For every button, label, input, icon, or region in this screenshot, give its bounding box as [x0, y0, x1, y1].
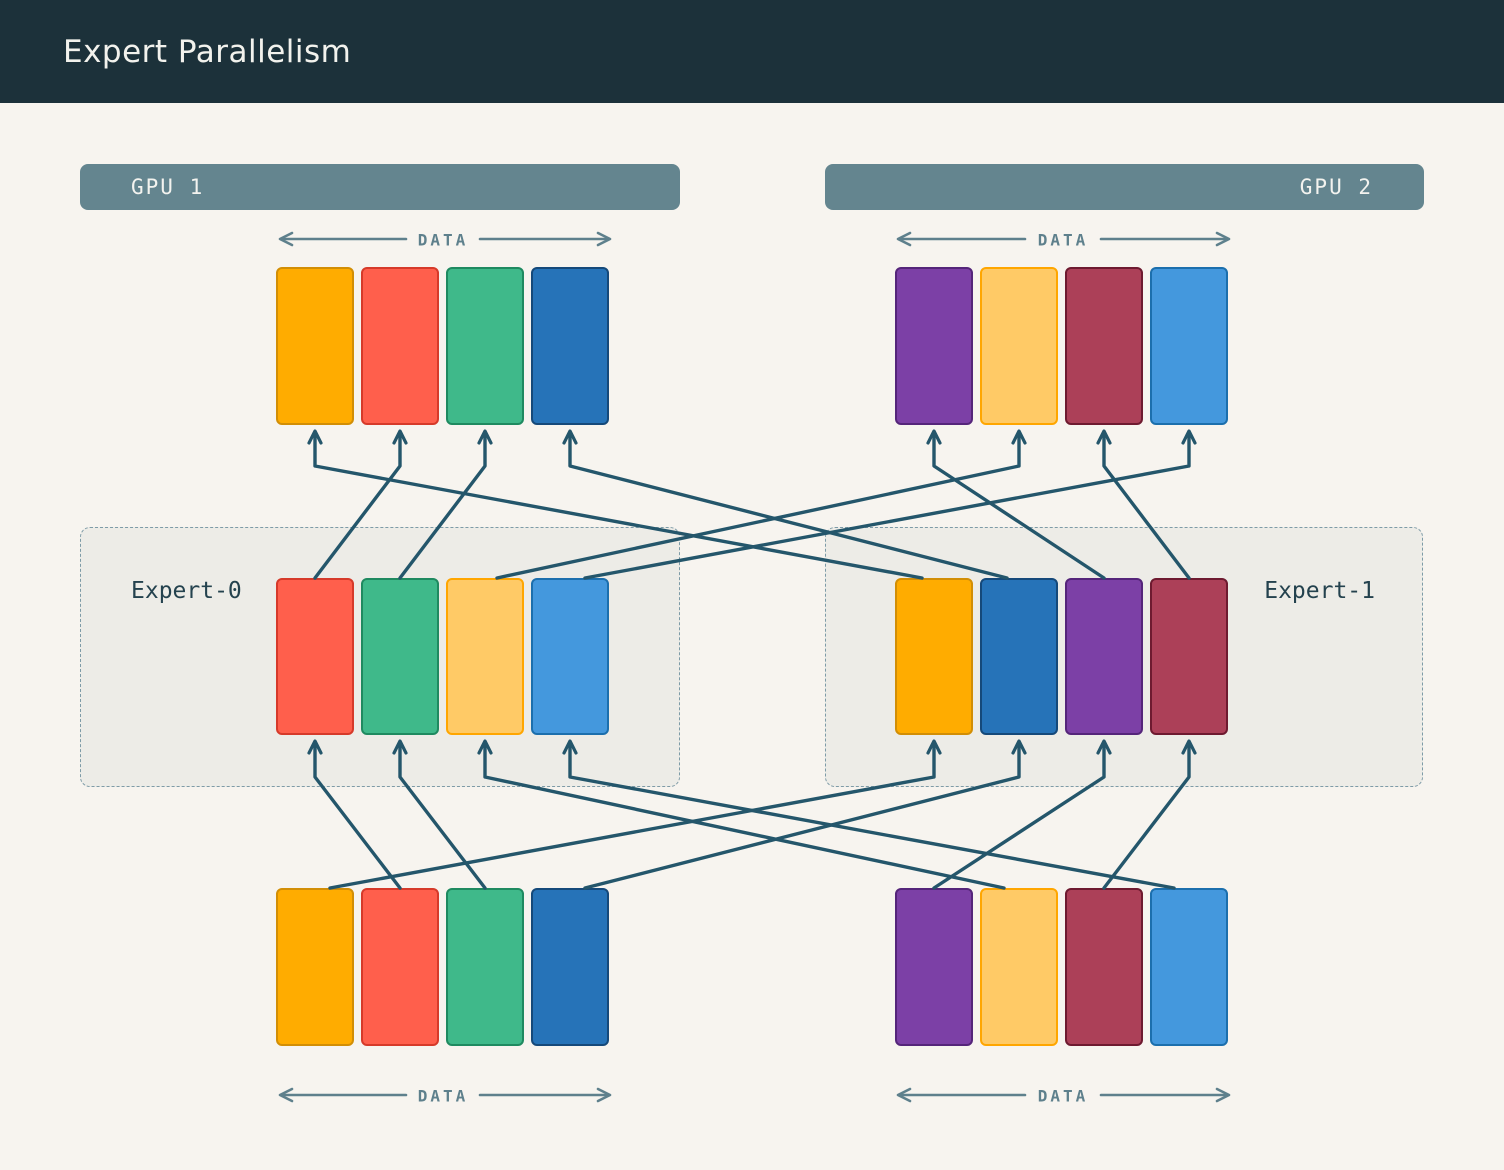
title-bar: Expert Parallelism [0, 0, 1504, 103]
gpu2-label: GPU 2 [1299, 175, 1373, 199]
token-block-lightyellow [446, 578, 524, 735]
token-block-lightyellow [980, 267, 1058, 425]
gpu2-header-bar: GPU 2 [825, 164, 1424, 210]
gpu1-output-row [276, 267, 609, 425]
token-block-lightyellow [980, 888, 1058, 1046]
data-label: DATA [418, 231, 469, 250]
data-span-top-gpu1: DATA [278, 231, 612, 250]
gpu1-label: GPU 1 [131, 175, 205, 199]
data-label: DATA [418, 1087, 469, 1106]
expert1-label: Expert-1 [1264, 578, 1375, 604]
page-title: Expert Parallelism [63, 33, 352, 70]
token-block-darkblue [531, 888, 609, 1046]
gpu1-header-bar: GPU 1 [80, 164, 680, 210]
token-block-green [446, 888, 524, 1046]
expert1-block-row [895, 578, 1228, 735]
token-block-orange [276, 888, 354, 1046]
gpu2-output-row [895, 267, 1228, 425]
token-block-orange [895, 578, 973, 735]
token-block-purple [895, 267, 973, 425]
data-label: DATA [1038, 1087, 1089, 1106]
token-block-red [361, 888, 439, 1046]
expert0-label: Expert-0 [131, 578, 242, 604]
data-span-bottom-gpu2: DATA [896, 1087, 1231, 1106]
token-block-red [361, 267, 439, 425]
token-block-maroon [1150, 578, 1228, 735]
token-block-darkblue [980, 578, 1058, 735]
token-block-lightblue [1150, 888, 1228, 1046]
data-span-bottom-gpu1: DATA [278, 1087, 612, 1106]
token-block-lightblue [531, 578, 609, 735]
token-block-green [361, 578, 439, 735]
token-block-lightblue [1150, 267, 1228, 425]
data-span-top-gpu2: DATA [896, 231, 1231, 250]
token-block-maroon [1065, 267, 1143, 425]
data-label: DATA [1038, 231, 1089, 250]
gpu1-input-row [276, 888, 609, 1046]
token-block-maroon [1065, 888, 1143, 1046]
expert0-block-row [276, 578, 609, 735]
token-block-green [446, 267, 524, 425]
token-block-purple [1065, 578, 1143, 735]
token-block-orange [276, 267, 354, 425]
token-block-darkblue [531, 267, 609, 425]
gpu2-input-row [895, 888, 1228, 1046]
token-block-purple [895, 888, 973, 1046]
token-block-red [276, 578, 354, 735]
